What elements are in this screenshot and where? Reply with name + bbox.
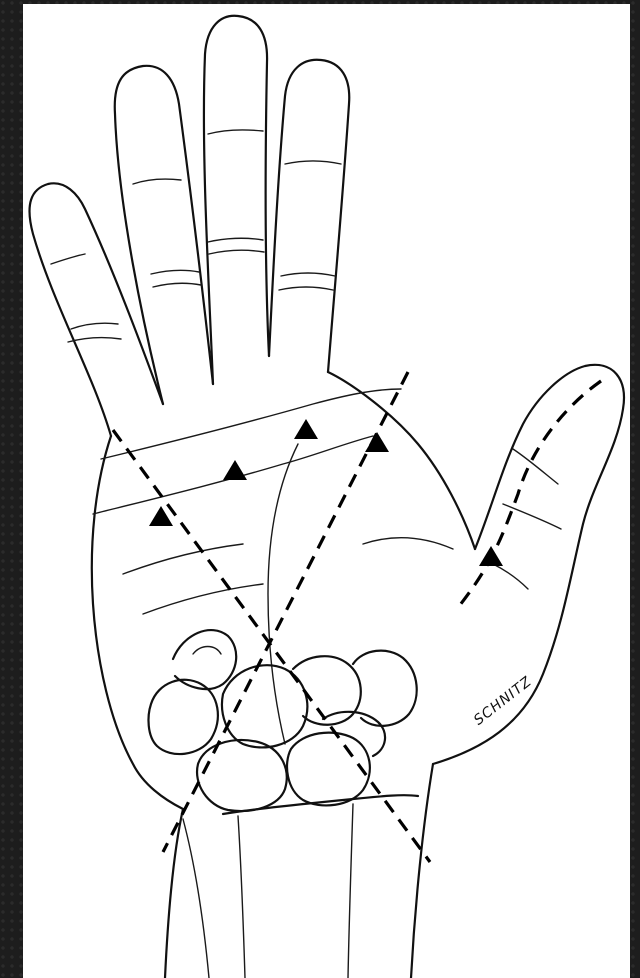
- thumb-crease: [503, 504, 561, 529]
- ring-finger-crease: [153, 283, 201, 287]
- ulna-shaft: [183, 819, 209, 978]
- index-finger-crease: [279, 287, 333, 290]
- middle-finger-crease: [208, 238, 263, 242]
- ring-finger-crease: [133, 179, 181, 184]
- palm-crease-minor: [363, 538, 453, 549]
- index-finger-crease: [281, 273, 335, 276]
- carpal-bone: [287, 733, 370, 806]
- carpal-bone: [149, 680, 218, 754]
- triangle-marker: [294, 419, 318, 439]
- radius-shaft: [348, 804, 353, 978]
- index-finger-crease: [285, 161, 341, 164]
- ring-finger-crease: [151, 270, 199, 274]
- triangle-marker: [223, 460, 247, 480]
- carpal-bone: [323, 712, 385, 756]
- distal-palmar-crease: [101, 389, 401, 459]
- carpal-bone: [197, 740, 287, 811]
- thumb-outline: [433, 365, 624, 764]
- triangle-marker: [479, 546, 503, 566]
- palm-radial-border: [328, 372, 475, 549]
- middle-finger-crease: [209, 250, 264, 254]
- palm-crease-minor: [143, 584, 263, 614]
- thenar-crease: [268, 444, 298, 744]
- ring-finger-outline: [115, 66, 213, 404]
- little-finger-crease: [68, 338, 121, 342]
- middle-finger-outline: [204, 16, 269, 384]
- illustration-panel: SCHNITZ: [23, 4, 630, 978]
- little-finger-crease: [71, 323, 118, 329]
- triangle-marker: [365, 432, 389, 452]
- forearm-ulnar-edge: [165, 809, 183, 978]
- palm-crease-minor: [123, 544, 243, 574]
- little-finger-crease: [51, 254, 85, 264]
- thumb-crease: [493, 564, 528, 589]
- index-finger-outline: [269, 60, 349, 372]
- hand-line-drawing: [23, 4, 630, 978]
- little-finger-outline: [29, 183, 163, 436]
- radius-shaft: [238, 816, 245, 978]
- middle-finger-crease: [208, 130, 263, 134]
- carpal-bone-hook-inner: [193, 647, 221, 655]
